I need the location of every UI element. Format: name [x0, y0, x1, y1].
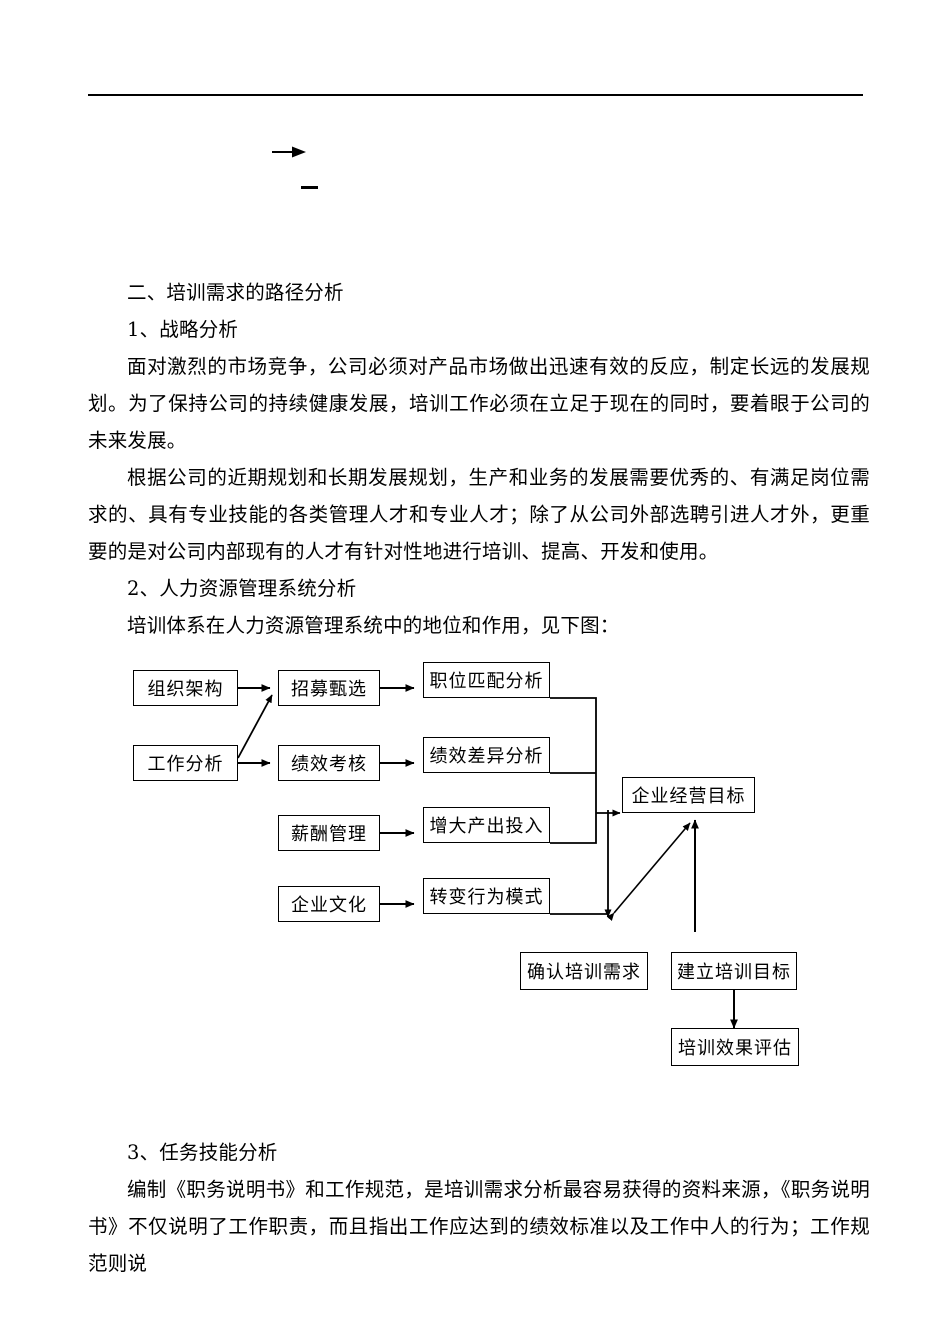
subsection-heading-1: 1、战略分析 — [127, 318, 239, 341]
flowchart-node-label: 工作分析 — [147, 754, 224, 775]
flowchart-node-n14[interactable]: 培训效果评估 — [671, 1028, 799, 1066]
paragraph-1: 面对激烈的市场竞争，公司必须对产品市场做出迅速有效的反应，制定长远的发展规划。为… — [88, 355, 870, 452]
flowchart-node-n4[interactable]: 工作分析 — [133, 745, 238, 781]
flowchart-node-n13[interactable]: 建立培训目标 — [671, 952, 797, 990]
flowchart-node-label: 职位匹配分析 — [429, 671, 544, 692]
flowchart-node-n10[interactable]: 转变行为模式 — [423, 878, 550, 914]
flowchart-node-label: 转变行为模式 — [429, 887, 544, 908]
flowchart-node-label: 培训效果评估 — [678, 1038, 792, 1059]
flowchart-connectors — [237, 684, 738, 1029]
flowchart-node-n9[interactable]: 企业文化 — [278, 886, 380, 922]
flowchart-node-n2[interactable]: 招募甄选 — [278, 670, 380, 706]
stray-dash-mark — [301, 186, 318, 189]
flowchart-node-n12[interactable]: 确认培训需求 — [520, 952, 648, 990]
flowchart-node-label: 企业文化 — [291, 895, 367, 916]
flowchart-node-label: 绩效考核 — [291, 754, 367, 775]
flowchart-node-n1[interactable]: 组织架构 — [133, 670, 238, 706]
flowchart-node-n11[interactable]: 企业经营目标 — [622, 777, 755, 813]
paragraph-2: 根据公司的近期规划和长期发展规划，生产和业务的发展需要优秀的、有满足岗位需求的、… — [88, 466, 870, 563]
flowchart-node-label: 企业经营目标 — [631, 786, 746, 807]
flowchart-node-label: 确认培训需求 — [527, 962, 641, 983]
paragraph-4: 编制《职务说明书》和工作规范，是培训需求分析最容易获得的资料来源，《职务说明书》… — [88, 1178, 870, 1275]
flowchart-node-n3[interactable]: 职位匹配分析 — [423, 662, 550, 698]
flowchart-node-label: 组织架构 — [147, 679, 224, 700]
subsection-heading-3: 3、任务技能分析 — [127, 1141, 278, 1164]
flowchart-node-label: 建立培训目标 — [677, 962, 791, 983]
section-heading-2: 二、培训需求的路径分析 — [127, 281, 344, 304]
flowchart-node-label: 招募甄选 — [291, 679, 367, 700]
flowchart-node-label: 薪酬管理 — [291, 824, 367, 845]
subsection-heading-2: 2、人力资源管理系统分析 — [127, 577, 357, 600]
hr-system-flowchart: 组织架构 招募甄选 职位匹配分析 工作分析 绩效考核 绩效差异分析 薪酬管理 增… — [0, 645, 950, 1110]
header-rule — [88, 94, 863, 96]
flowchart-node-n5[interactable]: 绩效考核 — [278, 745, 380, 781]
paragraph-3: 培训体系在人力资源管理系统中的地位和作用，见下图： — [127, 614, 620, 637]
flowchart-node-n8[interactable]: 增大产出投入 — [423, 807, 550, 843]
stray-arrow-icon — [272, 146, 306, 158]
flowchart-node-n7[interactable]: 薪酬管理 — [278, 815, 380, 851]
flowchart-node-label: 绩效差异分析 — [429, 746, 544, 767]
flowchart-node-n6[interactable]: 绩效差异分析 — [423, 737, 550, 773]
flowchart-node-label: 增大产出投入 — [429, 816, 544, 837]
